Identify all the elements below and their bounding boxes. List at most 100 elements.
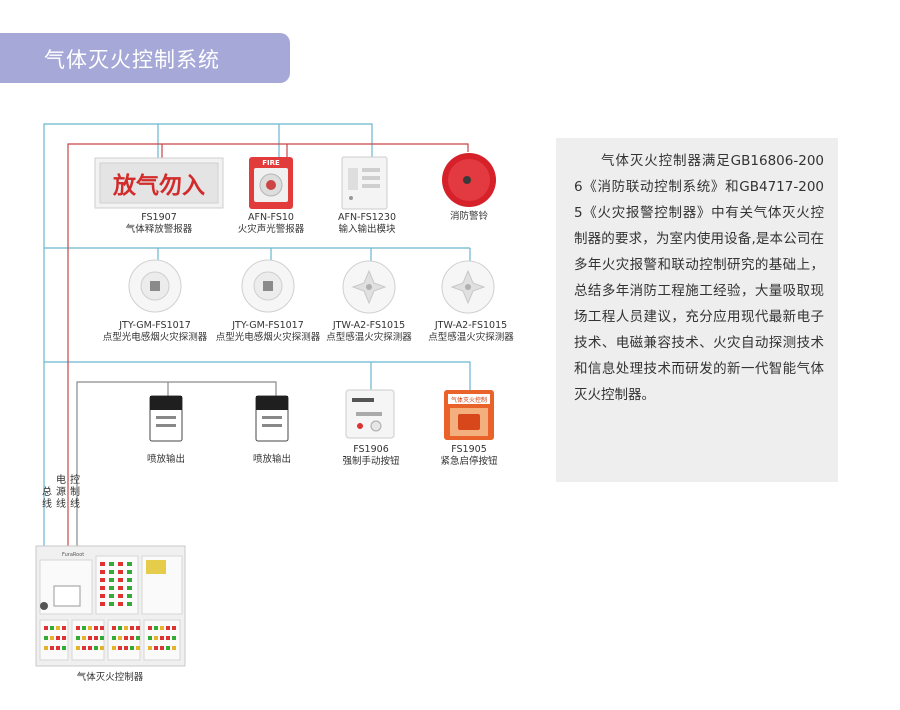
- heat-detector-2: [441, 260, 495, 314]
- panel-led: [100, 602, 105, 606]
- panel-led: [127, 570, 132, 574]
- indicator-led: [172, 626, 176, 630]
- indicator-led: [160, 626, 164, 630]
- spray-output-2: [255, 395, 289, 442]
- indicator-led: [88, 626, 92, 630]
- indicator-led: [56, 636, 60, 640]
- smoke-detector-1: [128, 259, 182, 313]
- indicator-led: [136, 646, 140, 650]
- indicator-led: [172, 636, 176, 640]
- model-smoke-1: JTY-GM-FS1017: [119, 320, 191, 331]
- indicator-led: [56, 626, 60, 630]
- label-controller: 气体灭火控制器: [50, 672, 170, 684]
- emergency-button-device: 气体灭火控制: [444, 390, 494, 440]
- wire-label-power: 电源线: [56, 475, 66, 510]
- indicator-led: [148, 626, 152, 630]
- indicator-led: [154, 646, 158, 650]
- indicator-led: [82, 636, 86, 640]
- release-alarm-device: 放气勿入: [94, 157, 224, 209]
- label-io-module: AFN-FS1230 输入输出模块: [322, 212, 412, 236]
- indicator-led: [130, 626, 134, 630]
- label-manual-button: FS1906 强制手动按钮: [326, 444, 416, 468]
- indicator-led: [118, 626, 122, 630]
- indicator-led: [50, 626, 54, 630]
- name-io-module: 输入输出模块: [338, 224, 396, 235]
- indicator-led: [94, 626, 98, 630]
- wire-label-control: 控制线: [70, 475, 80, 510]
- description-text: 气体灭火控制器满足GB16806-2006《消防联动控制系统》和GB4717-2…: [574, 153, 824, 403]
- panel-led: [118, 570, 123, 574]
- indicator-led: [148, 646, 152, 650]
- label-smoke-2: JTY-GM-FS1017 点型光电感烟火灾探测器: [208, 320, 328, 344]
- indicator-led: [130, 646, 134, 650]
- wire-label-bus: 总线: [42, 487, 52, 510]
- panel-led: [100, 594, 105, 598]
- label-sounder-strobe: AFN-FS10 火灾声光警报器: [226, 212, 316, 236]
- model-release-alarm: FS1907: [141, 212, 177, 223]
- indicator-led: [148, 636, 152, 640]
- indicator-led: [118, 636, 122, 640]
- name-release-alarm: 气体释放警报器: [125, 224, 193, 235]
- bus-row3: [44, 361, 471, 390]
- emergency-button-panel-text: 气体灭火控制: [451, 396, 487, 404]
- label-heat-1: JTW-A2-FS1015 点型感温火灾探测器: [319, 320, 419, 344]
- indicator-led: [44, 636, 48, 640]
- indicator-led: [94, 636, 98, 640]
- model-heat-2: JTW-A2-FS1015: [434, 320, 508, 331]
- panel-led: [118, 578, 123, 582]
- name-smoke-1: 点型光电感烟火灾探测器: [102, 332, 208, 343]
- indicator-led: [136, 626, 140, 630]
- smoke-detector-2: [241, 259, 295, 313]
- controller-cabinet: FuraRoot: [35, 545, 186, 667]
- indicator-led: [124, 646, 128, 650]
- label-heat-2: JTW-A2-FS1015 点型感温火灾探测器: [421, 320, 521, 344]
- label-bell: 消防警铃: [429, 211, 509, 223]
- fire-bell-device: [442, 153, 496, 207]
- indicator-led: [166, 646, 170, 650]
- indicator-led: [154, 636, 158, 640]
- indicator-led: [88, 636, 92, 640]
- panel-led: [100, 562, 105, 566]
- indicator-led: [100, 646, 104, 650]
- panel-led: [118, 586, 123, 590]
- indicator-led: [76, 626, 80, 630]
- name-smoke-2: 点型光电感烟火灾探测器: [215, 332, 321, 343]
- name-bell: 消防警铃: [449, 211, 488, 222]
- name-controller: 气体灭火控制器: [76, 672, 144, 683]
- name-heat-2: 点型感温火灾探测器: [428, 332, 514, 343]
- model-emergency-button: FS1905: [451, 444, 487, 455]
- panel-led: [100, 578, 105, 582]
- panel-led: [127, 562, 132, 566]
- spray-output-1: [149, 395, 183, 442]
- indicator-led: [62, 636, 66, 640]
- io-module-device: [341, 156, 388, 210]
- panel-led: [118, 602, 123, 606]
- panel-led: [118, 562, 123, 566]
- panel-led: [118, 594, 123, 598]
- panel-led: [109, 578, 114, 582]
- model-sounder-strobe: AFN-FS10: [248, 212, 294, 223]
- indicator-led: [50, 636, 54, 640]
- panel-led: [127, 602, 132, 606]
- manual-button-device: [345, 389, 395, 439]
- name-sounder-strobe: 火灾声光警报器: [237, 224, 305, 235]
- sounder-strobe-device: FIRE: [249, 157, 293, 209]
- indicator-led: [50, 646, 54, 650]
- panel-led: [100, 586, 105, 590]
- indicator-led: [82, 626, 86, 630]
- indicator-led: [62, 626, 66, 630]
- panel-led: [109, 594, 114, 598]
- heat-detector-1: [342, 260, 396, 314]
- indicator-led: [76, 636, 80, 640]
- indicator-led: [112, 646, 116, 650]
- panel-led: [109, 602, 114, 606]
- indicator-led: [76, 646, 80, 650]
- name-heat-1: 点型感温火灾探测器: [326, 332, 412, 343]
- title-bar: 气体灭火控制系统: [0, 33, 290, 83]
- indicator-led: [100, 636, 104, 640]
- indicator-led: [160, 636, 164, 640]
- name-manual-button: 强制手动按钮: [342, 456, 400, 467]
- indicator-led: [94, 646, 98, 650]
- name-spray-2: 喷放输出: [252, 454, 291, 465]
